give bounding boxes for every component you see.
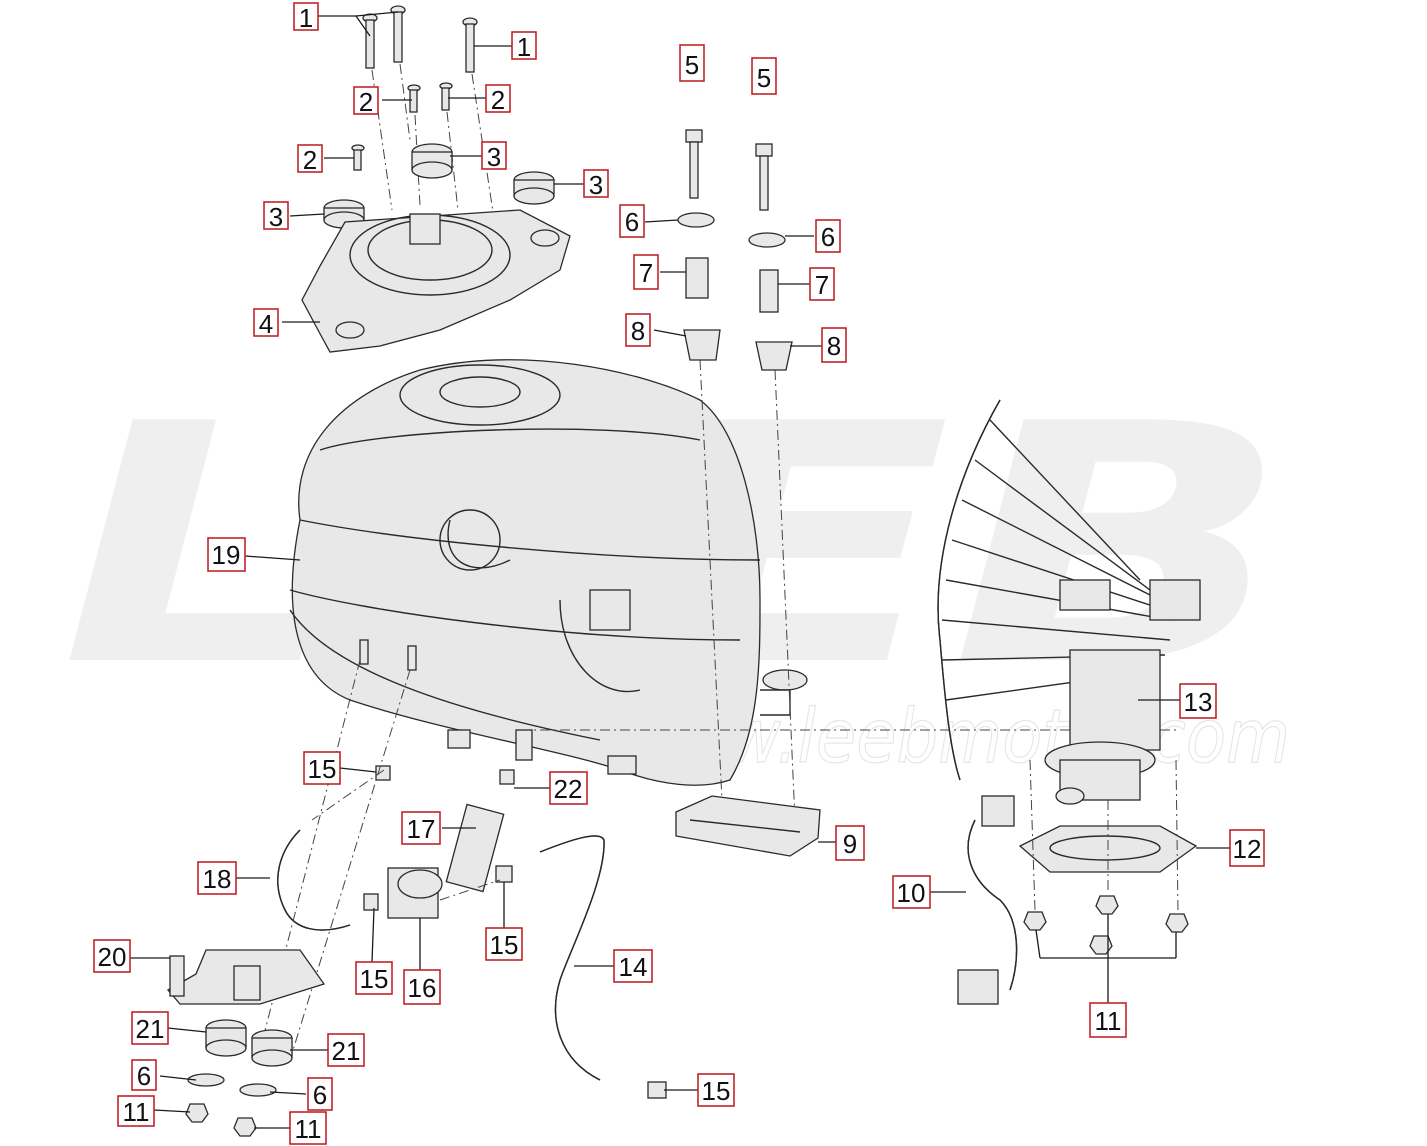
callout-11b: 11 [117, 1095, 155, 1127]
callout-2c: 2 [297, 144, 323, 175]
svg-text:6: 6 [625, 207, 639, 237]
svg-text:6: 6 [137, 1061, 151, 1091]
callout-20: 20 [93, 939, 131, 973]
svg-text:10: 10 [897, 878, 926, 908]
svg-text:11: 11 [123, 1097, 150, 1127]
bolt-2a [407, 84, 421, 113]
callout-8b: 8 [821, 327, 847, 363]
fuel-pump-assembly [937, 399, 1201, 805]
callout-11c: 11 [289, 1111, 327, 1145]
svg-text:12: 12 [1233, 834, 1262, 864]
svg-text:3: 3 [269, 202, 283, 232]
svg-text:15: 15 [308, 754, 337, 784]
callout-7b: 7 [809, 267, 835, 301]
pump-outlet-hose [957, 795, 1018, 1005]
svg-text:15: 15 [702, 1076, 731, 1106]
callout-15a: 15 [303, 751, 341, 785]
callout-2a: 2 [353, 86, 379, 117]
svg-text:5: 5 [685, 50, 699, 80]
svg-text:18: 18 [203, 864, 232, 894]
svg-text:11: 11 [295, 1114, 322, 1144]
pump-nuts [1023, 759, 1189, 1010]
bolt-1c [462, 17, 478, 73]
svg-text:6: 6 [821, 222, 835, 252]
svg-text:2: 2 [303, 145, 317, 175]
bracket-hardware [185, 1019, 293, 1137]
svg-text:17: 17 [407, 814, 436, 844]
callout-4: 4 [253, 308, 279, 339]
callout-17: 17 [401, 811, 441, 845]
bolt-1a [362, 13, 378, 69]
callout-18: 18 [197, 861, 237, 895]
callout-5b: 5 [751, 57, 777, 95]
svg-text:21: 21 [332, 1036, 361, 1066]
rear-mount-hardware [677, 129, 793, 371]
svg-text:8: 8 [827, 331, 841, 361]
callout-22: 22 [549, 771, 588, 805]
svg-text:14: 14 [619, 952, 648, 982]
callout-6a: 6 [619, 204, 645, 238]
callout-10: 10 [892, 875, 931, 909]
leader-lines [130, 11, 1230, 1129]
callout-3a: 3 [481, 141, 507, 172]
callout-8a: 8 [625, 313, 651, 347]
svg-text:11: 11 [1095, 1006, 1122, 1036]
svg-text:7: 7 [639, 258, 653, 288]
cap-bolts [351, 5, 496, 226]
svg-text:4: 4 [259, 309, 273, 339]
svg-text:1: 1 [517, 32, 531, 62]
callout-3c: 3 [263, 201, 289, 232]
callout-19: 19 [207, 537, 246, 572]
grommets-3 [323, 143, 555, 229]
callout-6d: 6 [307, 1077, 333, 1111]
svg-text:16: 16 [408, 973, 437, 1003]
vent-system [259, 659, 667, 1099]
svg-text:3: 3 [589, 170, 603, 200]
callout-16: 16 [403, 969, 441, 1005]
callout-11a: 11 [1089, 1002, 1127, 1038]
callout-15b: 15 [355, 961, 393, 995]
svg-text:21: 21 [136, 1014, 165, 1044]
svg-text:3: 3 [487, 142, 501, 172]
callout-13: 13 [1179, 683, 1217, 719]
bolt-1b [390, 5, 406, 63]
callout-5a: 5 [679, 44, 705, 82]
svg-text:15: 15 [360, 964, 389, 994]
svg-text:8: 8 [631, 316, 645, 346]
rubber-pad [675, 795, 821, 857]
mounting-bracket [166, 949, 326, 1005]
callout-9: 9 [835, 825, 865, 861]
callout-12: 12 [1229, 829, 1265, 867]
svg-text:15: 15 [490, 930, 519, 960]
callout-2b: 2 [485, 84, 511, 115]
callout-6b: 6 [815, 219, 841, 253]
svg-text:5: 5 [757, 63, 771, 93]
callout-21a: 21 [131, 1011, 169, 1045]
svg-text:9: 9 [843, 829, 857, 859]
svg-text:19: 19 [212, 540, 241, 570]
svg-text:20: 20 [98, 942, 127, 972]
callout-7a: 7 [633, 254, 659, 290]
svg-text:2: 2 [491, 85, 505, 115]
callout-14: 14 [613, 949, 653, 983]
fuel-tank [289, 359, 1180, 821]
bolt-2c [351, 144, 365, 171]
tank-cap-mount [301, 209, 571, 353]
svg-text:2: 2 [359, 87, 373, 117]
svg-text:6: 6 [313, 1080, 327, 1110]
callout-3b: 3 [583, 169, 609, 200]
svg-text:22: 22 [554, 774, 583, 804]
svg-text:13: 13 [1184, 687, 1213, 717]
svg-text:7: 7 [815, 270, 829, 300]
callout-15d: 15 [697, 1073, 735, 1107]
callout-1a: 1 [293, 2, 319, 33]
callout-1b: 1 [511, 31, 537, 62]
svg-text:1: 1 [299, 3, 313, 33]
bolt-2b [439, 82, 453, 111]
callout-21b: 21 [327, 1033, 365, 1067]
callout-6c: 6 [131, 1059, 157, 1091]
callout-15c: 15 [485, 927, 523, 961]
